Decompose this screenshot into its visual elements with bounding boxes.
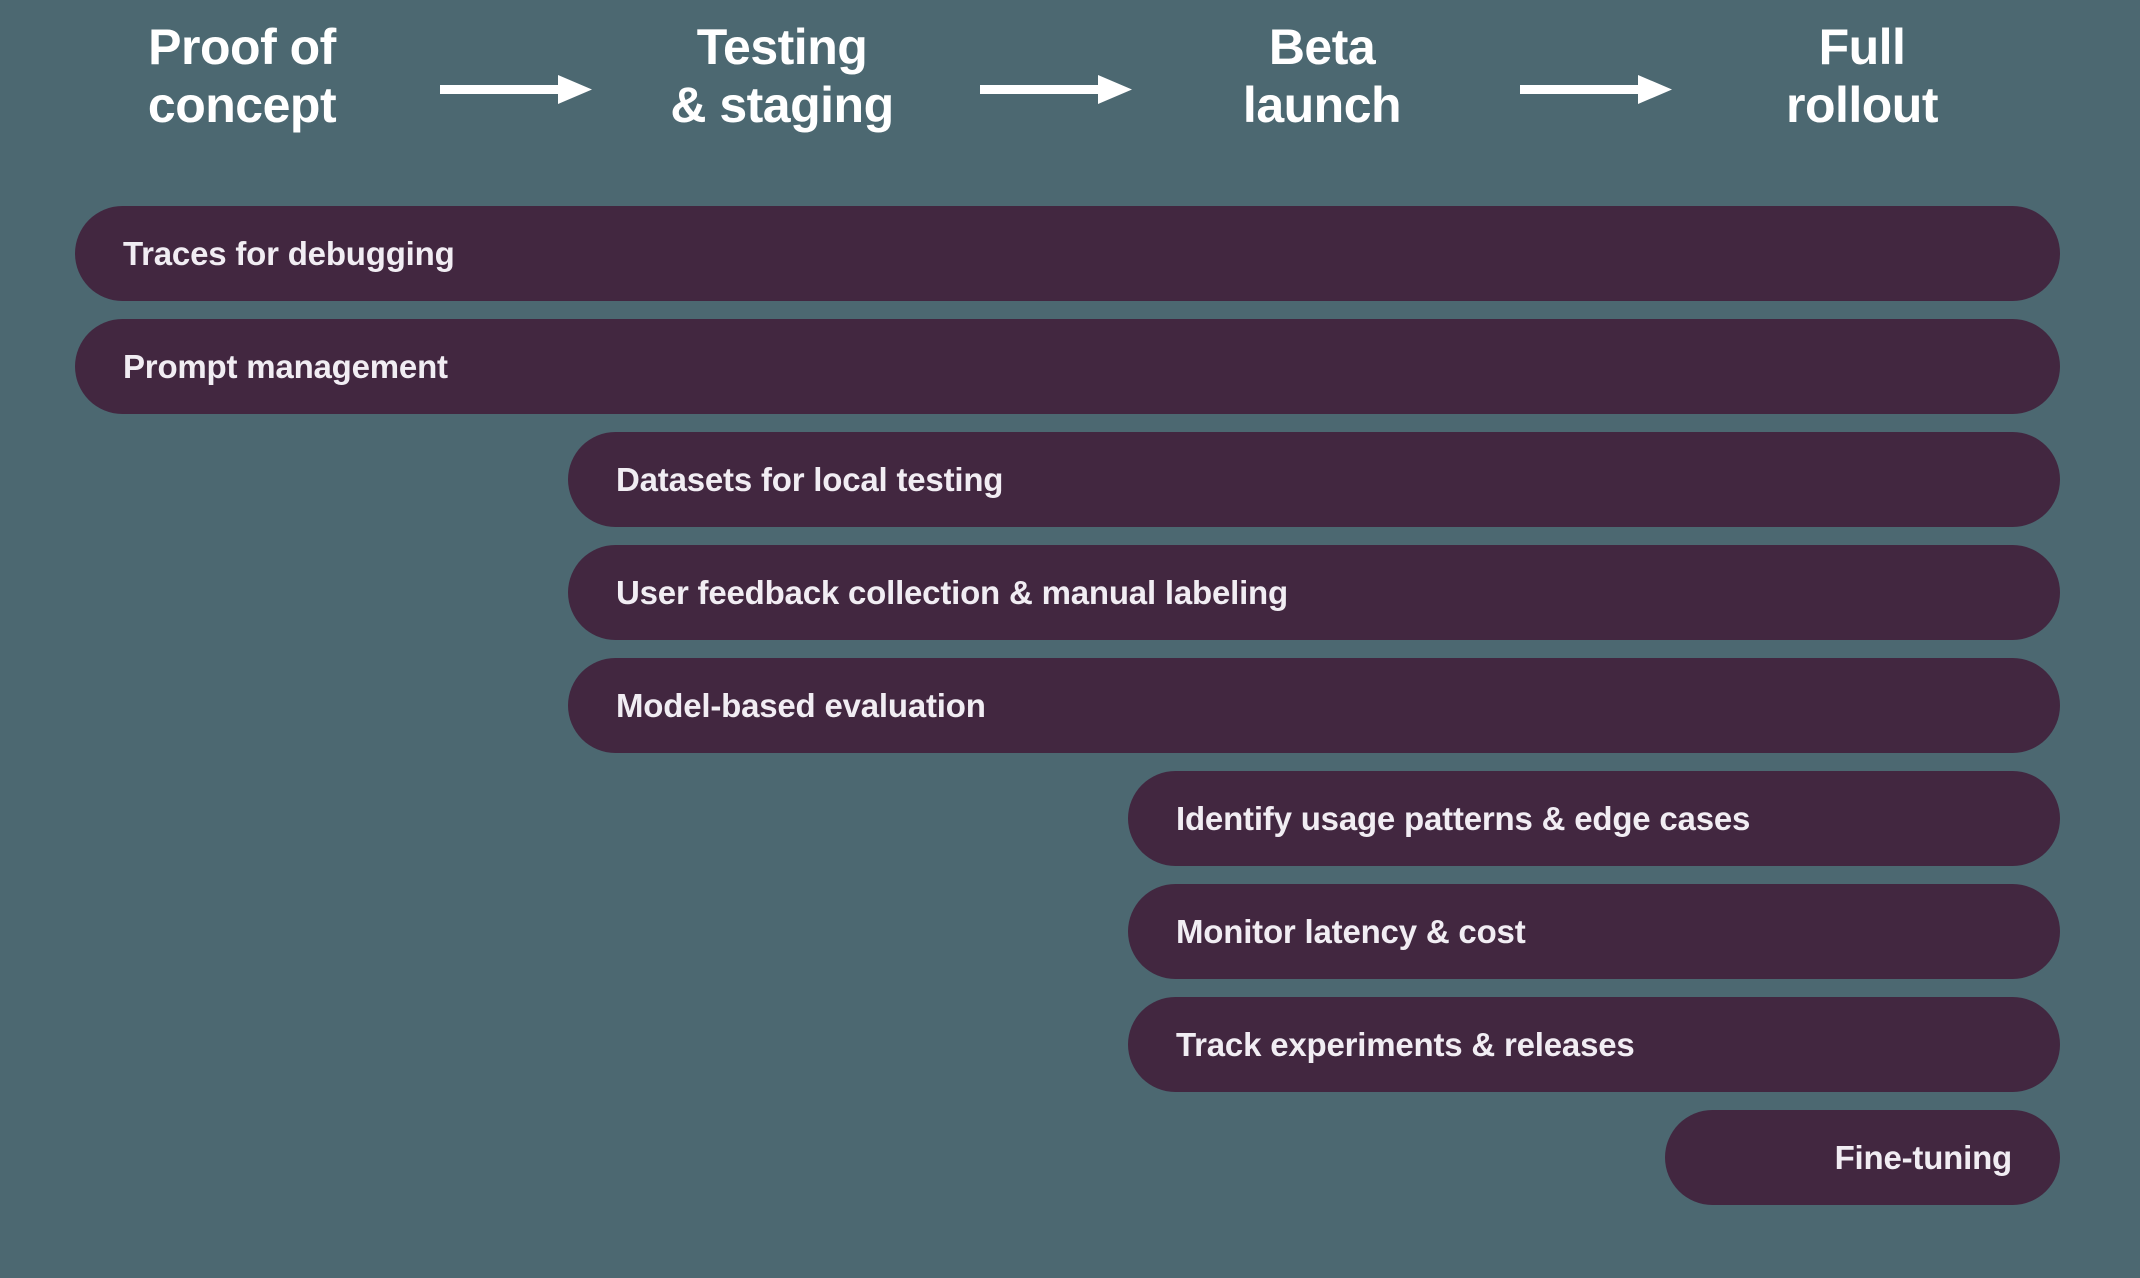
capability-bar-track-experiments-releases[interactable]: Track experiments & releases bbox=[1128, 997, 2060, 1092]
capability-bar-label: Traces for debugging bbox=[123, 234, 455, 272]
phase-label-line2: rollout bbox=[1785, 77, 1939, 133]
phase-label-proof-of-concept: Proof of concept bbox=[62, 18, 422, 134]
capability-bar-datasets-for-local-testing[interactable]: Datasets for local testing bbox=[568, 432, 2060, 527]
phase-label-testing-staging: Testing & staging bbox=[602, 18, 962, 134]
capability-bar-label: Identify usage patterns & edge cases bbox=[1176, 799, 1751, 837]
phase-label-line1: Full bbox=[1818, 19, 1906, 75]
arrow-right-icon bbox=[1520, 73, 1672, 105]
capability-bar-monitor-latency-cost[interactable]: Monitor latency & cost bbox=[1128, 884, 2060, 979]
capability-bar-label: Datasets for local testing bbox=[616, 460, 1004, 498]
capability-bar-fine-tuning[interactable]: Fine-tuning bbox=[1665, 1110, 2060, 1205]
capability-bar-identify-usage-patterns-edge-cases[interactable]: Identify usage patterns & edge cases bbox=[1128, 771, 2060, 866]
capability-bar-label: User feedback collection & manual labeli… bbox=[616, 573, 1288, 611]
phase-label-beta-launch: Beta launch bbox=[1142, 18, 1502, 134]
arrow-right-icon bbox=[980, 73, 1132, 105]
capability-bar-model-based-evaluation[interactable]: Model-based evaluation bbox=[568, 658, 2060, 753]
capability-bar-traces-for-debugging[interactable]: Traces for debugging bbox=[75, 206, 2060, 301]
arrow-right-icon bbox=[440, 73, 592, 105]
capability-bar-label: Prompt management bbox=[123, 347, 448, 385]
phase-label-line1: Testing bbox=[696, 19, 868, 75]
phase-label-line1: Proof of bbox=[148, 19, 336, 75]
capability-bar-label: Track experiments & releases bbox=[1176, 1025, 1635, 1063]
capability-bar-label: Model-based evaluation bbox=[616, 686, 986, 724]
phase-label-full-rollout: Full rollout bbox=[1682, 18, 2042, 134]
capability-bar-label: Fine-tuning bbox=[1834, 1138, 2013, 1176]
phase-label-line2: & staging bbox=[670, 77, 894, 133]
capability-bar-label: Monitor latency & cost bbox=[1176, 912, 1526, 950]
phase-header-row: Proof of concept Testing & staging Beta … bbox=[0, 0, 2140, 185]
phase-label-line2: concept bbox=[147, 77, 337, 133]
capability-bar-user-feedback-collection-manual-labeling[interactable]: User feedback collection & manual labeli… bbox=[568, 545, 2060, 640]
phase-label-line1: Beta bbox=[1268, 19, 1376, 75]
capability-bar-prompt-management[interactable]: Prompt management bbox=[75, 319, 2060, 414]
phase-label-line2: launch bbox=[1242, 77, 1402, 133]
